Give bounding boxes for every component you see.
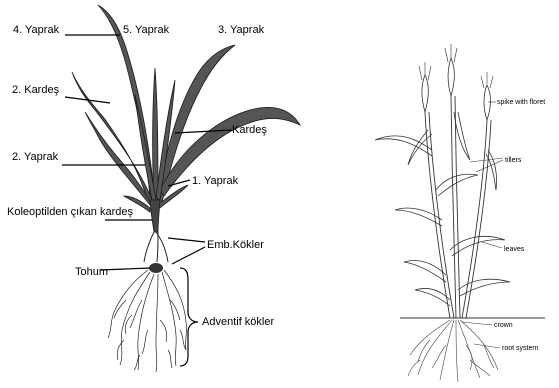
spikes — [422, 58, 490, 120]
right-root-system — [408, 320, 498, 382]
leader-tillers-a — [470, 158, 503, 162]
label-tiller: Kardeş — [232, 124, 267, 136]
label-root-system: root system — [502, 345, 538, 352]
awns — [419, 44, 493, 88]
stems — [425, 96, 491, 318]
label-spike-with-floret: spike with floret — [497, 99, 545, 106]
right-leader-lines — [462, 102, 503, 348]
leader-leaves — [482, 242, 502, 248]
left-leaves — [72, 5, 300, 232]
adventitious-brace — [180, 268, 198, 366]
leaf-center-a — [153, 68, 158, 200]
label-leaf4: 4. Yaprak — [13, 24, 60, 36]
label-tiller2: 2. Kardeş — [12, 84, 60, 96]
label-tillers: tillers — [505, 157, 522, 164]
label-leaf1: 1. Yaprak — [192, 175, 239, 187]
right-wheat-plant-diagram: spike with floret tillers leaves crown r… — [375, 44, 545, 382]
label-leaf3: 3. Yaprak — [218, 24, 265, 36]
label-adventitious-roots: Adventif kökler — [202, 316, 274, 328]
label-leaf5: 5. Yaprak — [123, 24, 170, 36]
label-leaves: leaves — [504, 246, 525, 253]
embryonic-roots — [144, 232, 168, 262]
leader-root-system — [474, 344, 500, 348]
leader-crown — [462, 322, 492, 325]
label-leaf2: 2. Yaprak — [12, 151, 59, 163]
leader-emb-b — [172, 247, 205, 264]
seed — [149, 263, 163, 273]
label-emb-roots: Emb.Kökler — [207, 239, 264, 251]
leader-emb-a — [168, 238, 205, 242]
label-coleoptile-tiller: Koleoptilden çıkan kardeş — [7, 206, 133, 218]
spike-middle — [448, 58, 454, 96]
leaf-4 — [72, 72, 152, 202]
spike-left — [422, 75, 428, 112]
adventitious-roots — [108, 270, 187, 372]
left-wheat-seedling-diagram: 4. Yaprak 5. Yaprak 3. Yaprak 2. Kardeş … — [7, 5, 300, 372]
spike-right — [484, 85, 490, 120]
stem-base — [150, 200, 160, 232]
label-seed: Tohum — [75, 266, 108, 278]
label-crown: crown — [494, 322, 513, 329]
